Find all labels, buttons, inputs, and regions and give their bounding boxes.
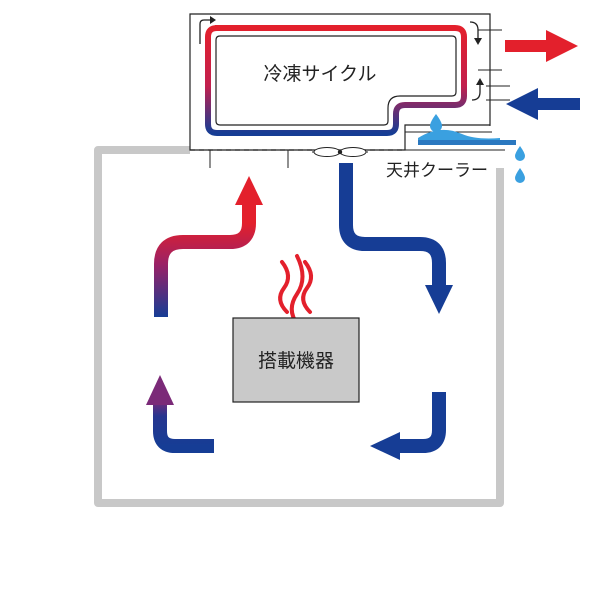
water-drop-icon — [430, 114, 442, 132]
circulation-arrow-icon-3 — [471, 82, 481, 101]
refrigeration-loop-tube — [205, 25, 467, 136]
circulation-arrow-icon-2 — [469, 21, 479, 40]
circulation-arrow-icon — [199, 19, 214, 44]
equipment-label: 搭載機器 — [258, 350, 334, 372]
refrigeration-loop-box — [215, 35, 457, 126]
circulation-arrowhead-icon-3 — [476, 78, 484, 85]
water-drop-icon-3 — [515, 168, 525, 183]
water-drop-icon-2 — [515, 146, 525, 161]
water-drain — [418, 114, 525, 183]
fan-icon — [312, 147, 368, 157]
return-air-up-arrow — [153, 400, 214, 453]
cold-air-arrowhead-icon — [425, 285, 453, 314]
circulation-arrowhead-icon-2 — [474, 38, 482, 45]
cold-air-down-arrow — [339, 163, 446, 290]
cold-air-left-arrowhead-icon — [370, 432, 400, 460]
return-air-arrowhead-icon — [146, 375, 174, 405]
arrow-left-icon — [506, 88, 580, 120]
circulation-arrowhead-icon — [210, 16, 216, 24]
warm-air-up-arrow — [154, 200, 256, 317]
room-enclosure — [94, 146, 504, 507]
ceiling-cooler-label: 天井クーラー — [386, 161, 488, 181]
warm-air-arrowhead-icon — [235, 176, 263, 205]
equipment-box — [232, 317, 360, 403]
cold-air-left-arrow — [395, 392, 446, 453]
refrigeration-cycle-label: 冷凍サイクル — [263, 63, 376, 85]
arrow-right-icon — [505, 30, 578, 62]
heat-waves-icon — [278, 254, 313, 327]
